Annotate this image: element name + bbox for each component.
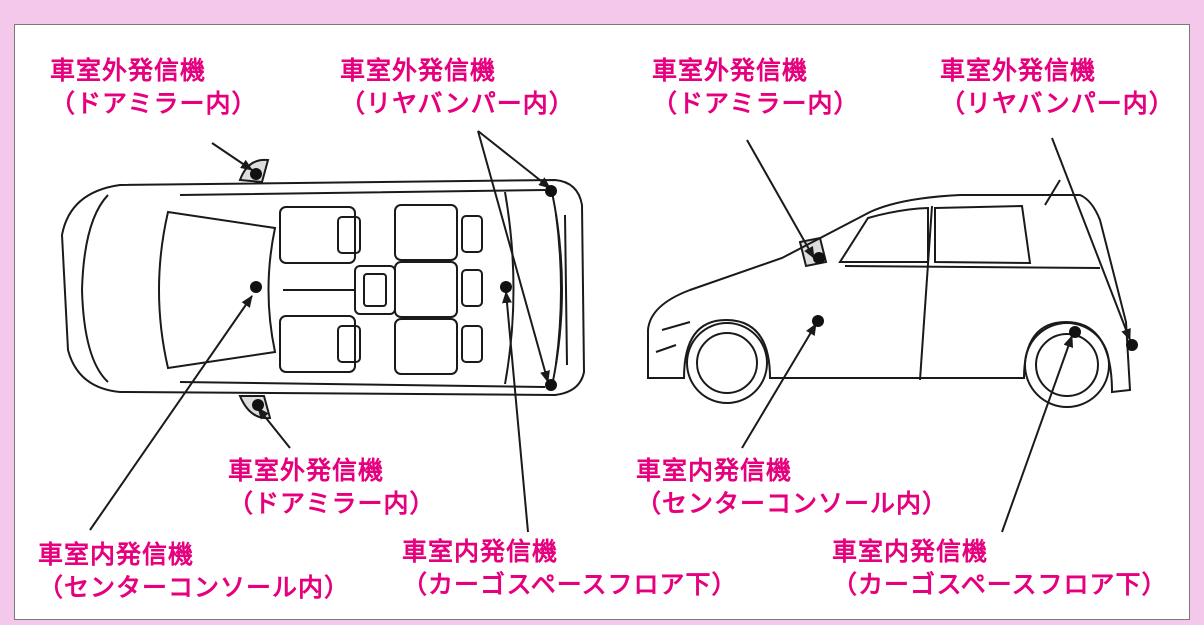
label-location: （ドアミラー内） [50,89,258,118]
leader-top-bumper-a [477,130,551,189]
front-window [838,206,929,263]
leader-side-mirror [746,139,815,259]
dot-top-bumper-lower [545,379,557,391]
dot-top-mirror-left [250,168,262,180]
leader-top-mirror-left [211,142,253,171]
dot-side-console [812,315,824,327]
label-console-top: 車室内発信機 （センターコンソール内） [38,538,350,604]
leader-side-cargo [1001,335,1074,533]
label-location: （カーゴスペースフロア下） [402,570,738,599]
transmitter-dots [250,168,1138,411]
label-side-bumper: 車室外発信機 （リヤバンパー内） [940,54,1175,120]
label-title: 車室外発信機 [652,56,809,85]
label-top-bumper: 車室外発信機 （リヤバンパー内） [340,54,575,120]
dot-top-mirror-right [252,399,264,411]
dot-side-mirror [813,252,825,264]
leader-top-mirror-right [257,407,291,449]
label-location: （カーゴスペースフロア下） [832,570,1168,599]
dot-side-cargo [1069,326,1081,338]
label-location: （リヤバンパー内） [940,89,1175,118]
car-top-body [60,178,586,397]
car-side-view [647,179,1132,408]
label-title: 車室外発信機 [340,56,497,85]
label-top-mirror-left: 車室外発信機 （ドアミラー内） [50,54,258,120]
diagram-frame [14,24,1190,620]
leader-console-top [89,295,253,531]
dot-side-bumper [1126,339,1138,351]
leader-top-bumper-b [477,130,550,383]
leader-side-console [741,323,817,449]
label-location: （ドアミラー内） [652,89,860,118]
label-side-mirror: 車室外発信機 （ドアミラー内） [652,54,860,120]
front-wheel [686,322,768,404]
label-title: 車室外発信機 [940,56,1097,85]
car-side-body [647,194,1132,394]
label-title: 車室内発信機 [636,456,793,485]
label-location: （センターコンソール内） [38,573,351,602]
leader-side-bumper [1051,137,1131,341]
label-title: 車室外発信機 [50,56,207,85]
label-side-console: 車室内発信機 （センターコンソール内） [636,454,948,520]
label-location: （ドアミラー内） [228,489,436,518]
label-location: （センターコンソール内） [636,489,949,518]
label-location: （リヤバンパー内） [340,89,575,118]
label-title: 車室内発信機 [38,540,195,569]
label-cargo-top: 車室内発信機 （カーゴスペースフロア下） [402,535,738,601]
label-top-mirror-right: 車室外発信機 （ドアミラー内） [228,454,436,520]
rear-wheel [1024,322,1110,408]
label-title: 車室外発信機 [228,456,385,485]
label-title: 車室内発信機 [832,537,989,566]
label-title: 車室内発信機 [402,537,559,566]
label-side-cargo: 車室内発信機 （カーゴスペースフロア下） [832,535,1168,601]
dot-top-cargo [500,281,512,293]
leader-lines [89,130,1131,533]
dot-top-bumper-upper [545,185,557,197]
dot-top-console [250,281,262,293]
rear-window [934,204,1032,265]
windshield [158,210,277,370]
leader-cargo-top [502,291,529,533]
